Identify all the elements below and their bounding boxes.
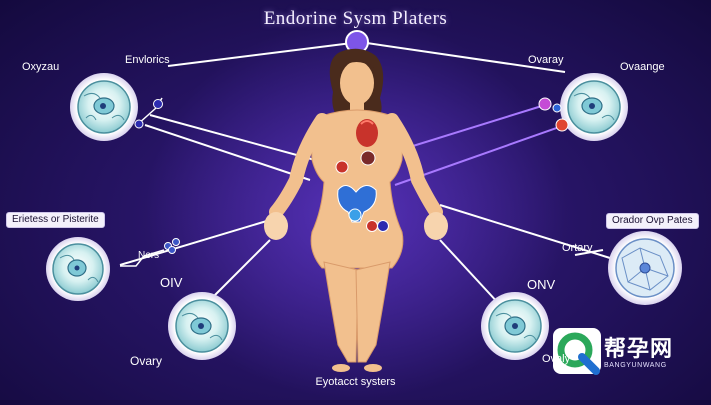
cell-bottom-right [481, 292, 549, 360]
organ-heart-icon [356, 119, 378, 147]
cell-top-right [560, 73, 628, 141]
diagram-footer: Eyotacct systers [315, 376, 396, 388]
label-bottom-left: Ovary [130, 354, 163, 368]
label-top-left-inner: Envlorics [125, 54, 170, 66]
watermark-subtext: BANGYUNWANG [604, 362, 667, 369]
label-left-small: Ners [138, 250, 160, 261]
watermark-text: 帮孕网 [604, 337, 674, 362]
organ-kidney-right-icon [360, 150, 376, 166]
molecule-icon-top-left [134, 97, 163, 129]
label-top-right-outer: Ovaange [620, 61, 665, 73]
organ-kidney-left-icon [335, 160, 349, 174]
label-mid-left-box: Erietess or Pisterite [6, 212, 105, 228]
organ-ovary-right-icon [366, 220, 378, 232]
label-top-left-outer: Oxyzau [22, 61, 60, 73]
diagram-title: Endorine Sysm Platers [263, 8, 448, 29]
watermark-logo-icon [553, 328, 601, 375]
cell-bottom-left [168, 292, 236, 360]
human-figure [264, 48, 448, 372]
cell-top-left [70, 73, 138, 141]
organ-ovary-left-icon [377, 220, 389, 232]
cell-mid-left [46, 237, 110, 301]
organ-uterus-icon [337, 185, 377, 223]
label-mid-right-box: Orador Ovp Pates [606, 213, 699, 229]
connector-lines [119, 41, 611, 306]
label-top-right-inner: Ovaray [528, 54, 564, 66]
molecule-icon-mid-left [120, 238, 180, 267]
label-bottom-right: Ovaly [542, 353, 571, 365]
label-right-mid: ONV [527, 277, 556, 292]
molecule-icon-top-right [538, 97, 569, 132]
cell-mid-right [608, 231, 682, 305]
label-left-mid: OIV [160, 275, 183, 290]
label-right-mid-upper: Ortary [562, 242, 593, 254]
